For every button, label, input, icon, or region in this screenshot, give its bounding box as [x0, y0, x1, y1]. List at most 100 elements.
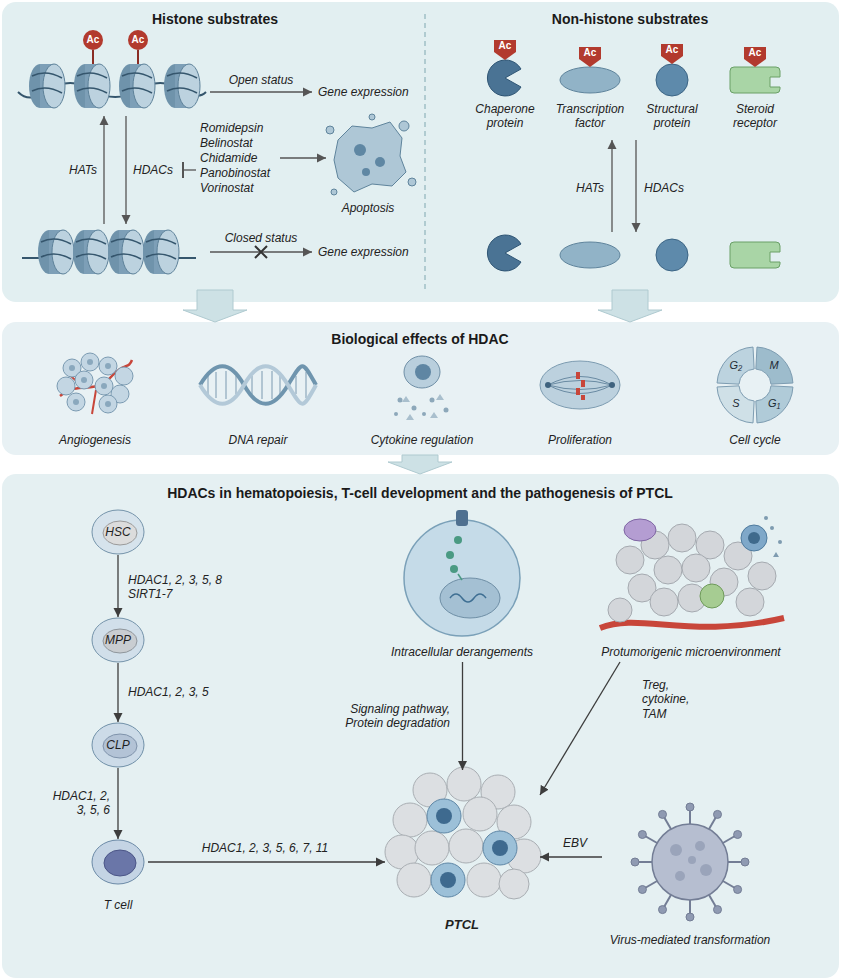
cell-node: Intracellular derangements: [385, 508, 540, 662]
cytokine-icon: [394, 412, 398, 416]
ptcl-cluster: [385, 767, 541, 899]
intracellular-illustration: [454, 536, 462, 544]
mpp-cell: [92, 618, 144, 662]
phase-label: G₂: [730, 359, 743, 372]
ptcl-cluster: [397, 863, 431, 897]
ptcl-cluster: [492, 840, 508, 856]
histone-illustration: [73, 230, 109, 274]
phase-label: S: [732, 398, 739, 411]
node-label: CLP: [106, 738, 129, 752]
virus-illustration: [631, 803, 749, 921]
intracellular-illustration: [446, 551, 454, 559]
edge-label: HDAC1, 2, 3, 5: [126, 685, 211, 699]
block-arrow: [598, 290, 662, 322]
connector-arrow: [117, 663, 118, 722]
edge-label: Treg, cytokine, TAM: [640, 678, 706, 721]
ptcl-cluster: [436, 808, 508, 888]
annotation-label: Proliferation: [548, 433, 612, 447]
histone-illustration: [143, 230, 179, 274]
cytokine-icon: [422, 412, 426, 416]
cytokine-icon: [394, 398, 449, 417]
angiogenesis-icon: [73, 399, 79, 405]
microenvironment-illustration: [778, 540, 782, 544]
connector-arrow: [540, 856, 602, 857]
panel-ground: [2, 322, 839, 455]
virus-illustration: [652, 824, 728, 900]
annotation-label: Romidepsin: [200, 121, 263, 135]
histone-illustration: [210, 91, 312, 92]
connector-arrow: [462, 662, 463, 770]
virus-illustration: [695, 841, 705, 851]
clp-cell: [103, 734, 137, 758]
angiogenesis-icon: [57, 377, 75, 395]
histone-illustration: [92, 50, 94, 64]
histone-illustration: [128, 30, 148, 50]
annotation-label: Transcription factor: [550, 102, 630, 131]
panel-heading: Histone substrates: [152, 11, 278, 28]
histone-illustration: [183, 169, 196, 170]
ptcl-cluster: [427, 799, 461, 833]
angiogenesis-icon: [75, 371, 93, 389]
virus-illustration: [638, 810, 742, 914]
non-histone-illustration: [744, 47, 766, 67]
cell-node: Protumorigenic microenvironment: [590, 508, 792, 662]
virus-illustration: [688, 856, 696, 864]
histone-illustration: [119, 64, 155, 108]
cell-cycle-wheel: [756, 386, 793, 423]
virus-illustration: [686, 803, 694, 811]
histone-illustration: [354, 144, 366, 156]
annotation-label: Structural protein: [632, 102, 712, 131]
panel-heading: HDACs in hematopoiesis, T-cell developme…: [167, 485, 673, 502]
proliferation-icon: [545, 382, 551, 388]
phase-label: M: [770, 359, 779, 372]
histone-illustration: [375, 157, 385, 167]
connector-arrow: [117, 768, 118, 839]
cell-node: PTCL: [385, 770, 540, 935]
cell-node: CLP: [90, 722, 146, 768]
virus-illustration: [659, 906, 667, 914]
microenvironment-illustration: [650, 588, 678, 616]
intracellular-illustration: [458, 574, 462, 580]
node-label: Intracellular derangements: [391, 645, 533, 659]
angiogenesis-icon: [69, 365, 75, 371]
proliferation-icon: [581, 395, 585, 400]
angiogenesis-icon: [81, 377, 87, 383]
annotation-label: Panobinostat: [200, 166, 270, 180]
cell-cycle-wheel: [717, 386, 754, 423]
ptcl-cluster: [467, 863, 501, 897]
cytokine-icon: [430, 412, 438, 418]
ptcl-cluster: [463, 797, 497, 831]
virus-illustration: [631, 803, 749, 921]
virus-illustration: [700, 864, 712, 876]
non-histone-illustration: [744, 47, 766, 67]
connector-arrow: [117, 555, 118, 617]
hsc-cell: [103, 521, 137, 545]
annotation-label: Gene expression: [318, 245, 409, 259]
microenvironment-illustration: [764, 516, 768, 520]
histone-illustration: [369, 114, 375, 120]
annotation-label: Steroid receptor: [715, 102, 795, 131]
cytokine-icon: [404, 356, 440, 388]
histone-illustration: [362, 168, 370, 176]
acetyl-tag-label: Ac: [87, 34, 100, 46]
histone-illustration: [408, 178, 416, 186]
node-label: Virus-mediated transformation: [610, 933, 771, 947]
cytokine-icon: [394, 356, 449, 420]
histone-illustration: [255, 246, 267, 258]
ptcl-cluster: [385, 767, 541, 899]
annotation-label: Chidamide: [200, 151, 257, 165]
proliferation-icon: [540, 361, 620, 409]
ptcl-cluster: [415, 831, 449, 865]
annotation-label: Cell cycle: [729, 433, 780, 447]
annotation-label: HATs: [69, 163, 97, 177]
annotation-label: Angiogenesis: [59, 433, 131, 447]
acetyl-tag-label: Ac: [749, 47, 762, 59]
node-label: MPP: [105, 633, 131, 647]
cell-node: T cell: [88, 839, 148, 915]
acetyl-tag-label: Ac: [499, 40, 512, 52]
histone-illustration: [103, 116, 104, 224]
annotation-label: Cytokine regulation: [371, 433, 474, 447]
annotation-label: DNA repair: [229, 433, 288, 447]
